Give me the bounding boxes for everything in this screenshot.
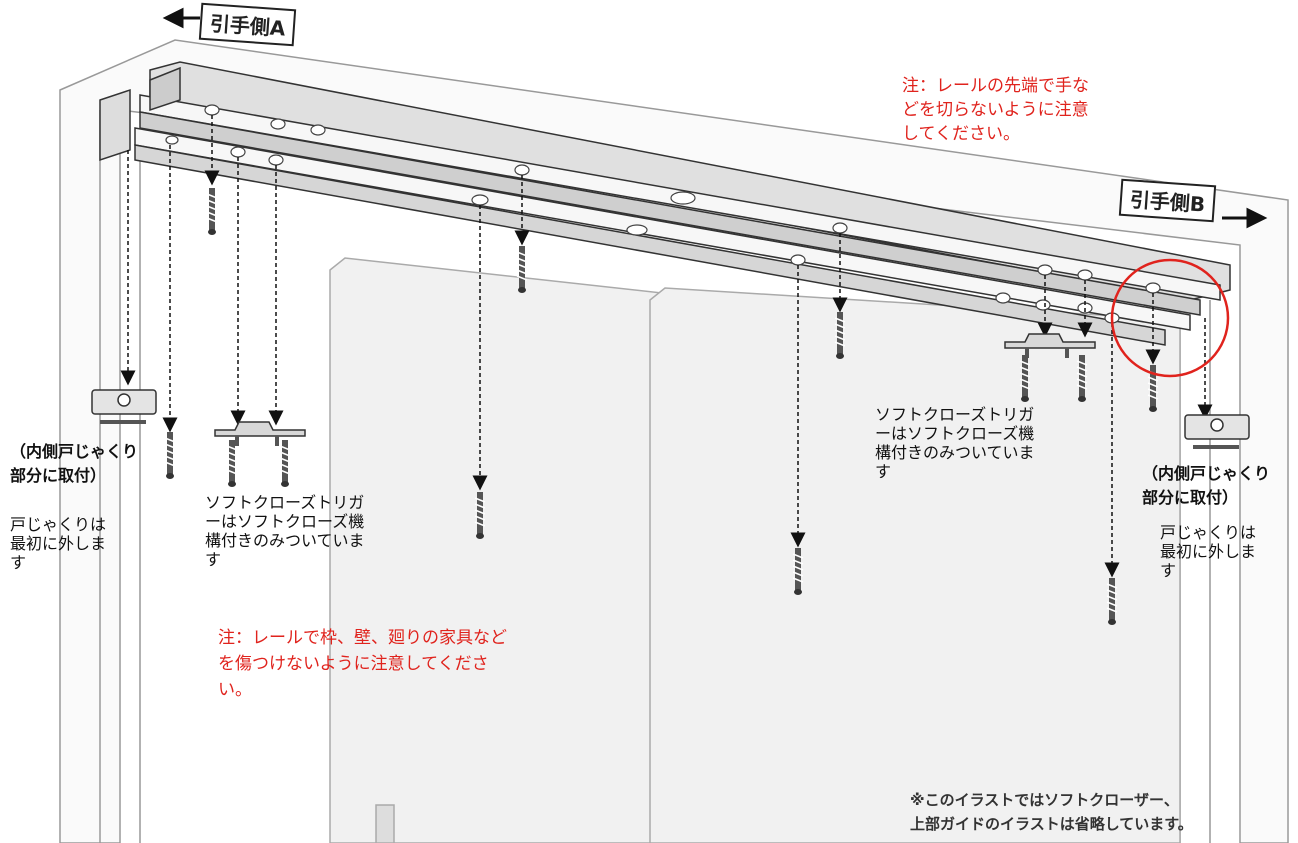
drop-lines: [120, 115, 1213, 578]
trigger-note-left: ソフトクローズトリガ ーはソフトクローズ機 構付きのみついていま す: [205, 493, 365, 569]
footnote: ※このイラストではソフトクローザー、 上部ガイドのイラストは省略しています。: [910, 791, 1193, 833]
soft-close-trigger-left: [214, 421, 306, 447]
left-remove-note: 戸じゃくりは 最初に外しま す: [10, 515, 107, 572]
highlight-circle: [1110, 258, 1230, 378]
note-middle: 注：レールで枠、壁、廻りの家具など を傷つけないように注意してくださ い。: [218, 628, 507, 700]
left-bracket-label: （内側戸じゃくり 部分に取付）: [10, 442, 139, 485]
right-remove-note: 戸じゃくりは 最初に外しま す: [1160, 523, 1257, 580]
side-b-label: 引手側B: [1118, 178, 1217, 223]
right-bracket-label: （内側戸じゃくり 部分に取付）: [1142, 464, 1271, 507]
note-top: 注：レールの先端で手な どを切らないように注意 してください。: [902, 76, 1089, 144]
rail-holes: [165, 104, 1161, 324]
door-panels: [329, 257, 1181, 843]
side-a-label: 引手側A: [198, 2, 297, 47]
trigger-note-right: ソフトクローズトリガ ーはソフトクローズ機 構付きのみついていま す: [875, 405, 1035, 481]
direction-arrows: [162, 7, 1268, 229]
